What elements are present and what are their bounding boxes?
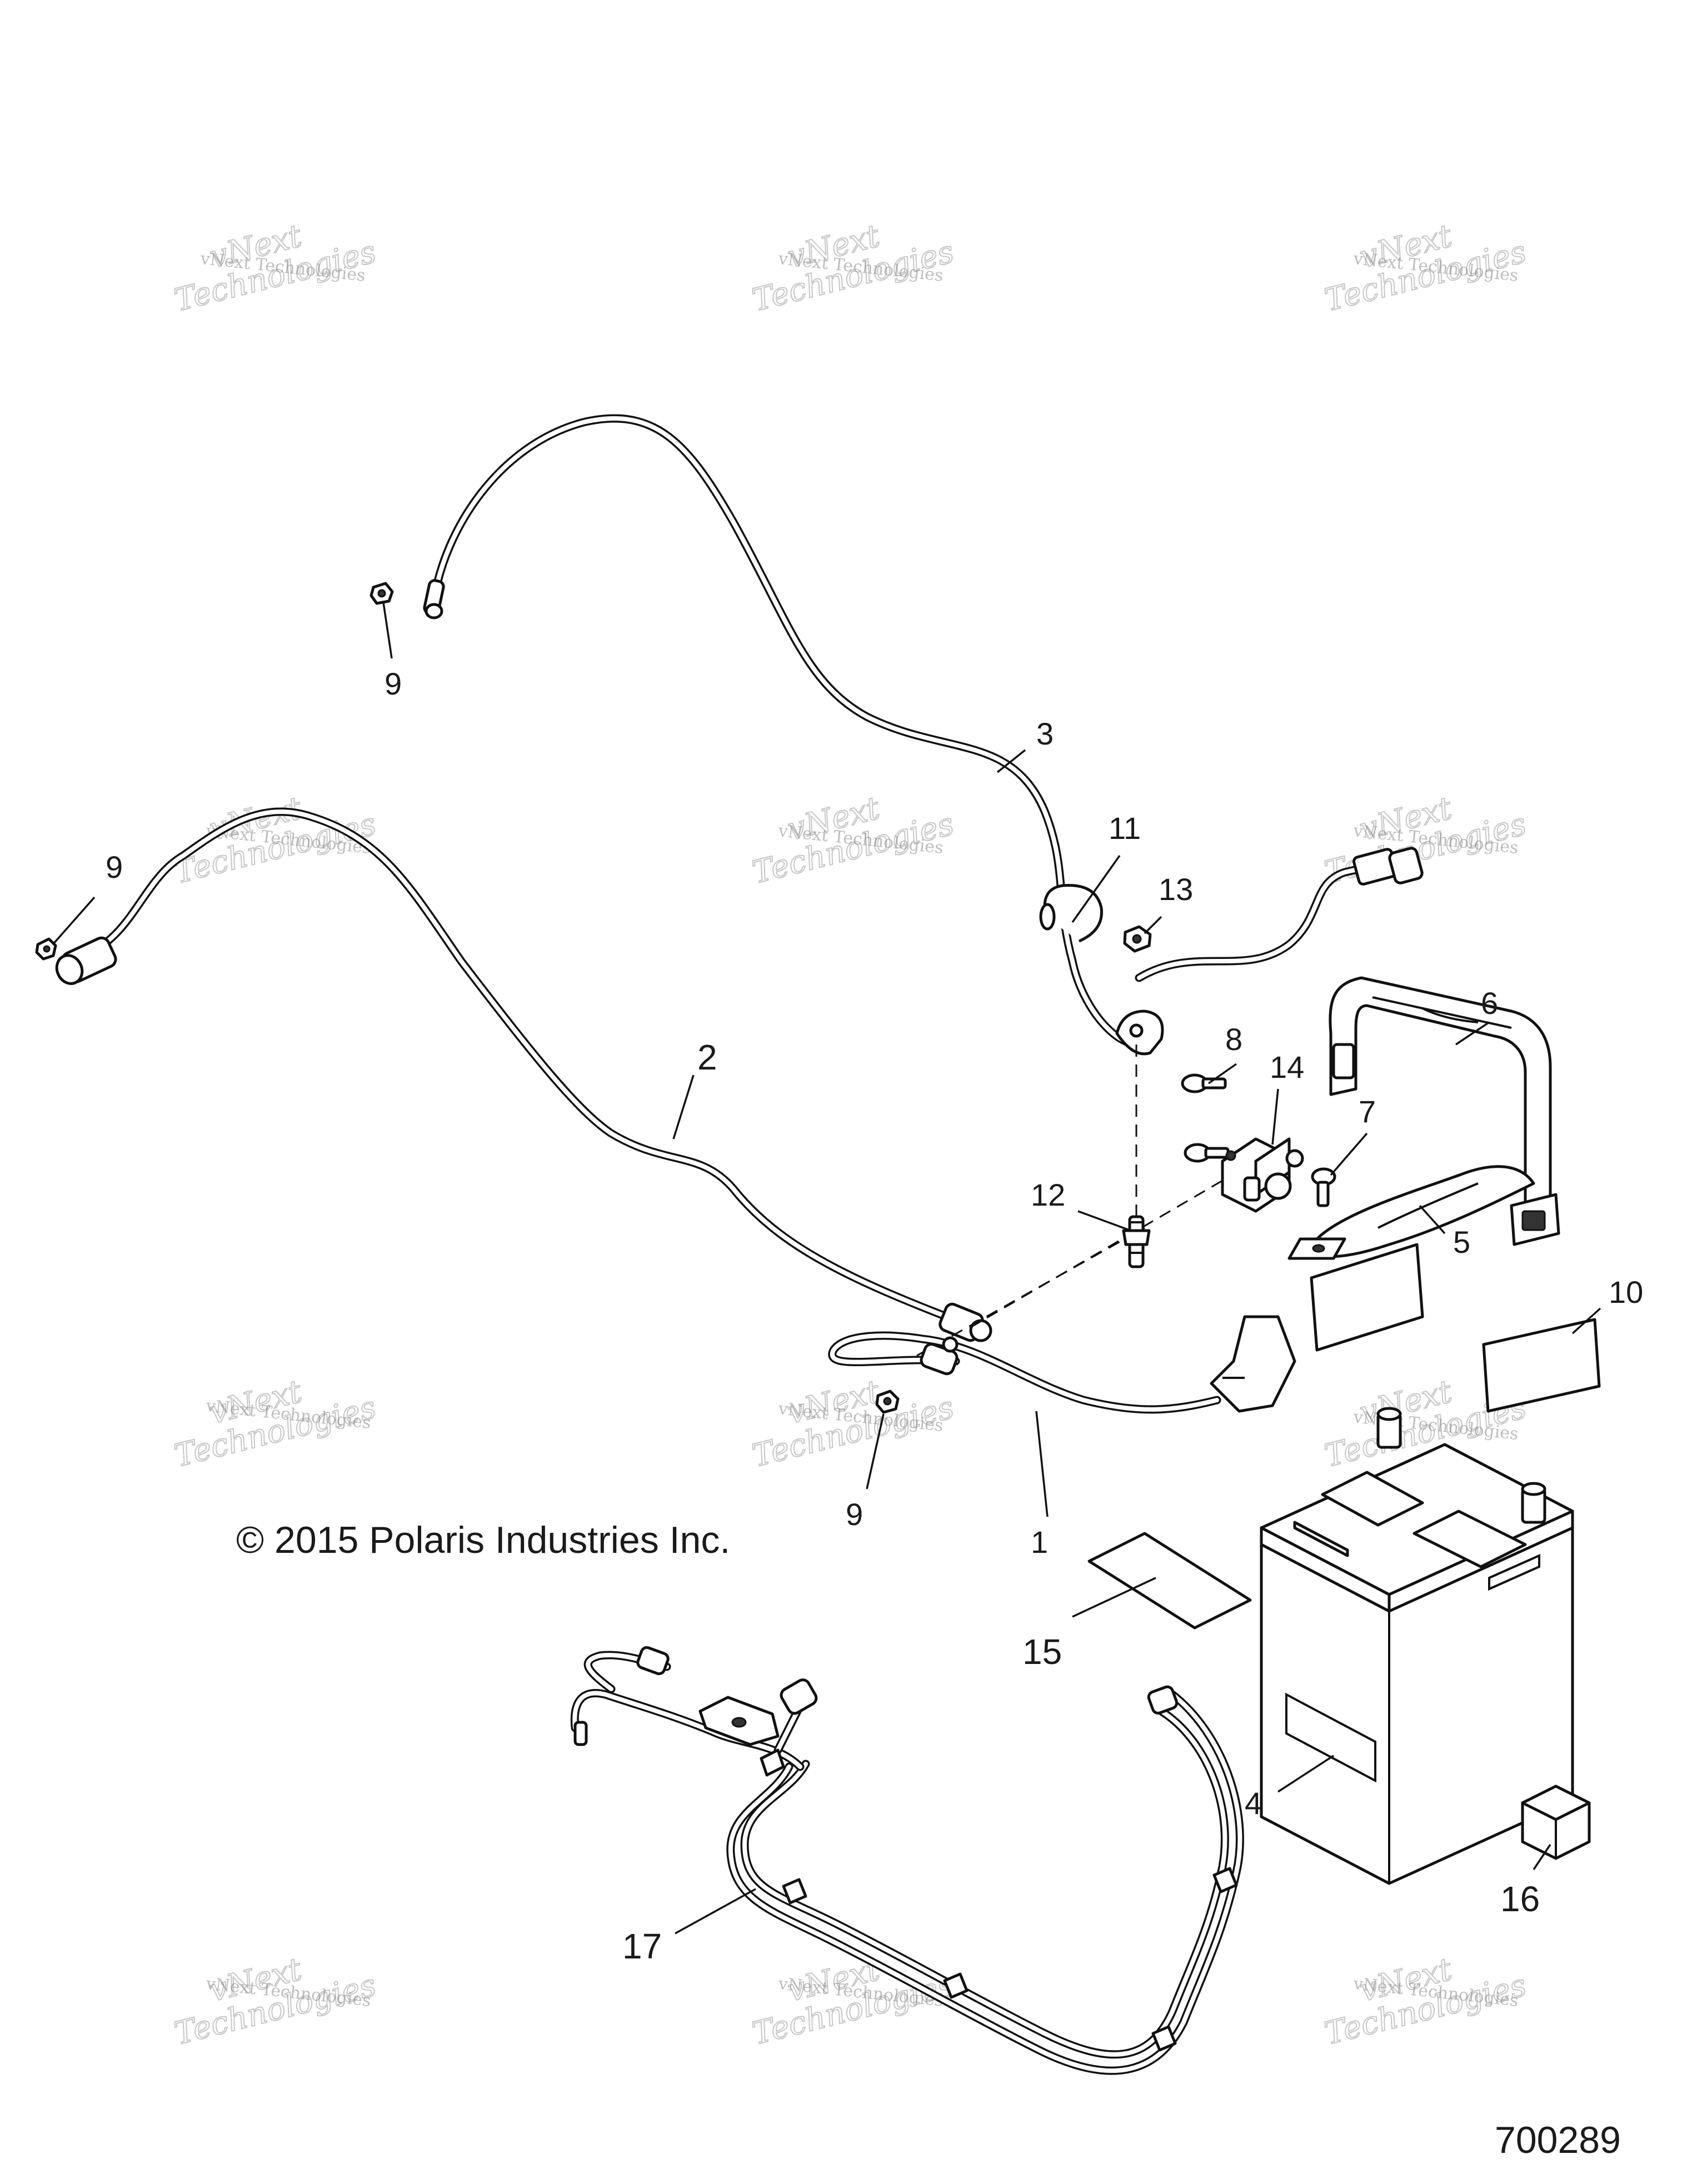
part-4-battery xyxy=(1260,1407,1574,1885)
part-12-stud xyxy=(916,1044,1256,1357)
callout-8: 8 xyxy=(1225,1022,1242,1057)
copyright-notice: © 2015 Polaris Industries Inc. xyxy=(236,1519,730,1561)
part-1-cable xyxy=(828,1315,1296,1414)
callout-9-bottom: 9 xyxy=(846,1497,863,1532)
part-14-solenoid xyxy=(1221,1137,1304,1213)
callout-3: 3 xyxy=(1036,716,1054,751)
callout-10: 10 xyxy=(1609,1275,1643,1310)
part-8-bolt-upper xyxy=(1181,1073,1227,1093)
callout-14: 14 xyxy=(1270,1049,1304,1084)
callout-5: 5 xyxy=(1453,1225,1470,1260)
leader-lines xyxy=(52,602,1601,1935)
callout-2: 2 xyxy=(697,1037,717,1077)
callout-11: 11 xyxy=(1109,811,1141,846)
callout-9-left: 9 xyxy=(106,849,123,884)
callout-4: 4 xyxy=(1245,1786,1262,1821)
callout-7: 7 xyxy=(1359,1094,1376,1129)
part-2-cable xyxy=(55,807,992,1342)
pad-under-bracket xyxy=(1310,1243,1424,1352)
callout-17: 17 xyxy=(622,1926,662,1966)
part-11-clamp xyxy=(1039,884,1103,943)
part-9-nut-bottom xyxy=(875,1390,900,1414)
callout-15: 15 xyxy=(1022,1632,1062,1672)
callout-6: 6 xyxy=(1481,986,1498,1021)
part-9-nut-left xyxy=(35,937,57,961)
part-7-bolt xyxy=(1311,1167,1336,1207)
part-16-fuse-block xyxy=(1521,1785,1591,1860)
part-8-bolt-lower xyxy=(1184,1143,1230,1163)
part-10-pad xyxy=(1482,1318,1601,1413)
part-9-nut-top xyxy=(370,582,394,605)
figure-number: 700289 xyxy=(1495,2119,1621,2161)
part-17-harness xyxy=(570,1646,1244,2075)
part-15-decal xyxy=(1087,1532,1252,1630)
callouts: 3 2 9 9 9 1 11 13 8 14 7 12 6 5 10 15 4 … xyxy=(106,666,1643,1966)
callout-12: 12 xyxy=(1031,1177,1065,1212)
part-13-nut xyxy=(1123,925,1152,953)
callout-13: 13 xyxy=(1159,872,1193,907)
part-3-cable xyxy=(423,414,1424,1056)
callout-9-top: 9 xyxy=(385,666,402,701)
callout-16: 16 xyxy=(1500,1879,1540,1919)
callout-1: 1 xyxy=(1031,1525,1048,1560)
